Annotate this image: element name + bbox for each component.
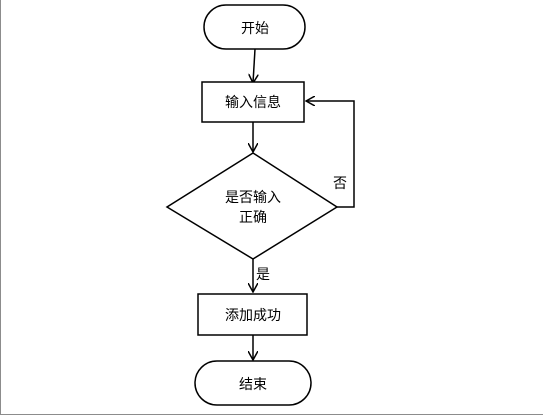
start-terminal: 开始	[203, 4, 306, 50]
success-process-label: 添加成功	[225, 308, 281, 324]
input-process-shape	[201, 81, 305, 123]
arrow-start-to-input	[253, 48, 255, 83]
arrow-decision-no-loop	[306, 101, 355, 208]
no-branch-label: 否	[333, 176, 347, 192]
success-process-box: 添加成功	[197, 293, 308, 336]
success-process-shape	[197, 293, 308, 336]
yes-branch-label: 是	[256, 267, 270, 283]
end-terminal: 结束	[194, 360, 312, 406]
end-label: 结束	[239, 377, 267, 393]
input-process-label: 输入信息	[225, 94, 281, 111]
start-label: 开始	[241, 21, 269, 37]
decision-label-line2: 正确	[239, 210, 267, 226]
decision-diamond-shape	[165, 152, 339, 260]
start-terminal-shape	[203, 4, 306, 50]
decision-label-line1: 是否输入	[225, 190, 281, 206]
input-process-box: 输入信息	[201, 81, 305, 123]
end-terminal-shape	[194, 360, 312, 406]
decision-diamond: 是否输入 正确	[165, 152, 339, 260]
